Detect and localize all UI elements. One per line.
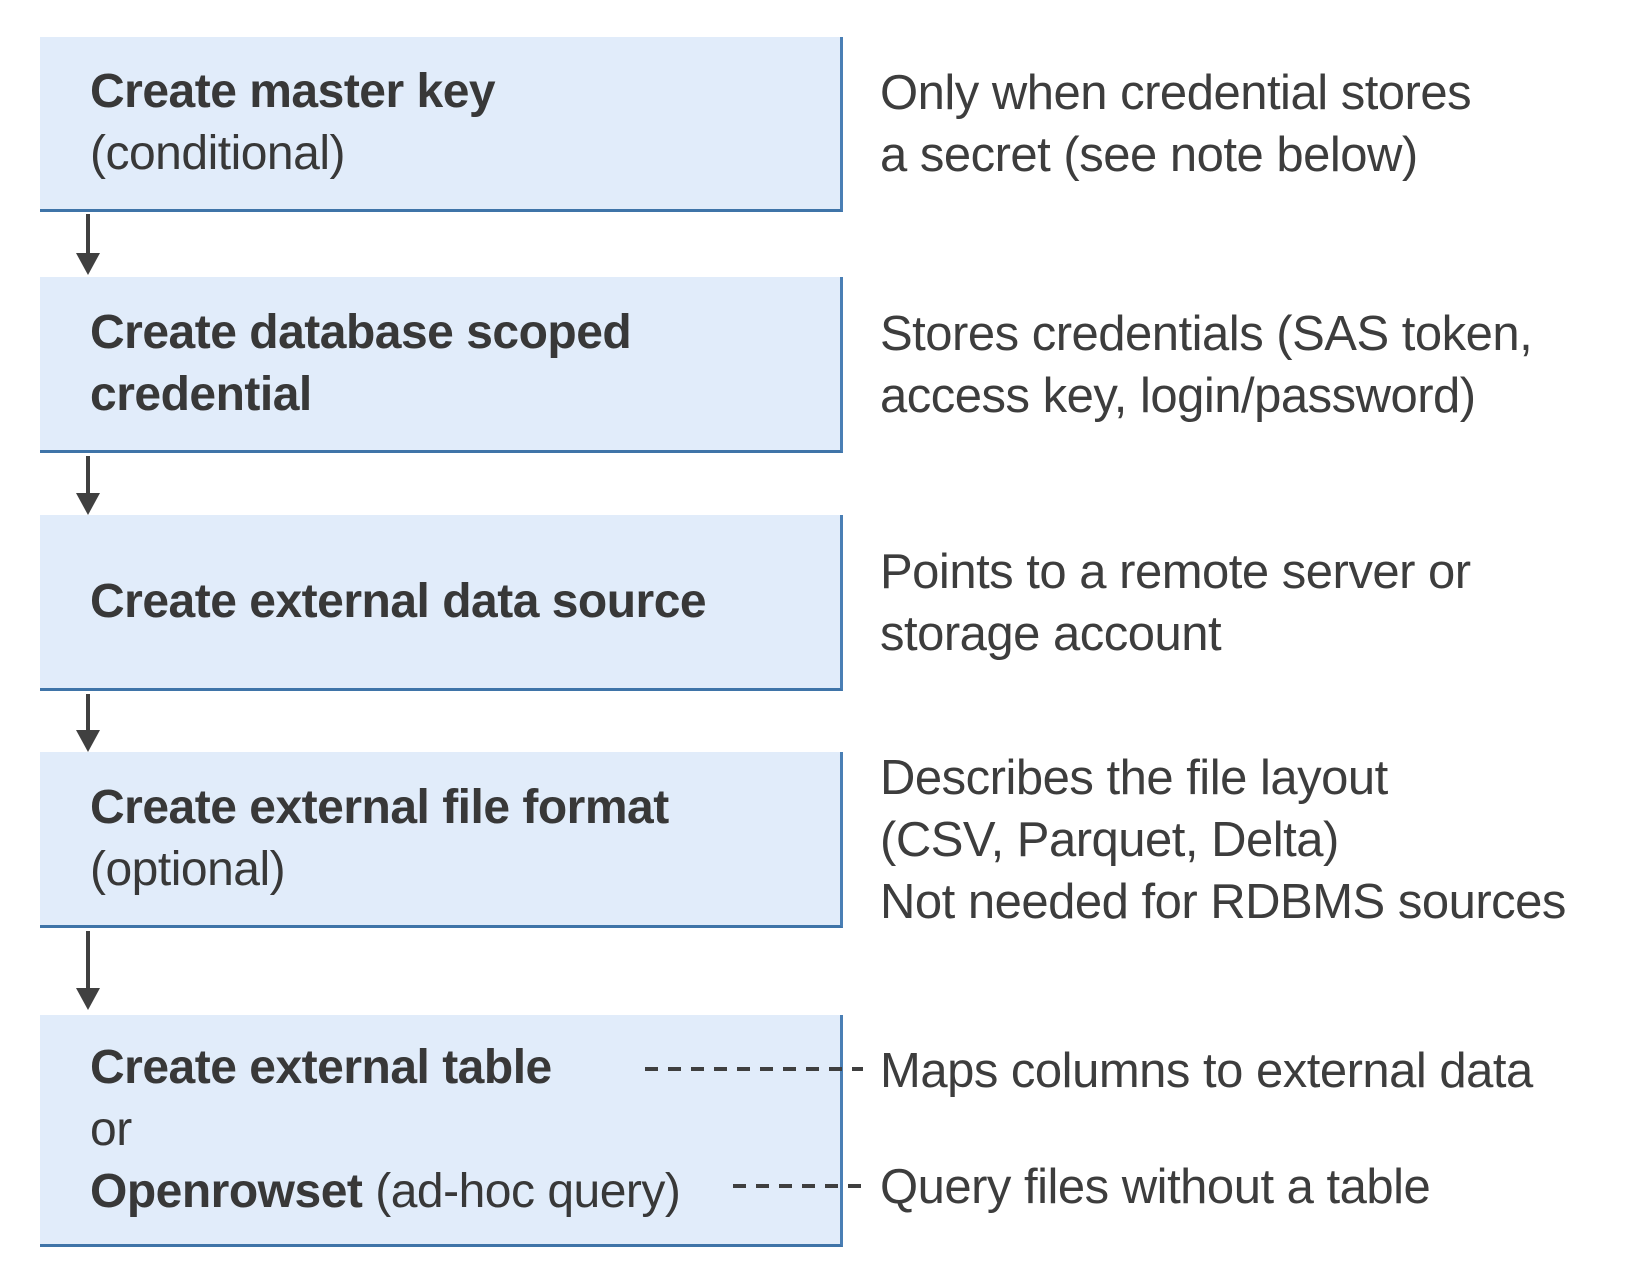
note-line: (CSV, Parquet, Delta) (880, 813, 1339, 867)
step-title: Create external data source (90, 574, 707, 628)
step-box-create-external-table-or-openrowset: Create external table or Openrowset (ad-… (40, 1015, 843, 1247)
step-title: Create master key (90, 65, 496, 118)
note-line: Only when credential stores (880, 66, 1472, 120)
note-line: Points to a remote server or (880, 545, 1471, 599)
step-box-create-external-data-source: Create external data source (40, 515, 843, 691)
step-box-create-master-key: Create master key (conditional) (40, 37, 843, 212)
dashed-connector-table-note (645, 1067, 863, 1071)
note-line: Maps columns to external data (880, 1044, 1533, 1098)
note-line: Not needed for RDBMS sources (880, 875, 1566, 929)
note-external-table: Maps columns to external data (880, 1040, 1533, 1102)
note-line: Describes the file layout (880, 751, 1388, 805)
step-subtitle: (conditional) (90, 127, 345, 180)
arrow-head-icon (76, 493, 100, 515)
step-title-line-2: credential (90, 367, 312, 421)
arrow-shaft (86, 694, 90, 731)
dashed-connector-openrowset-note (733, 1184, 863, 1188)
note-line: Stores credentials (SAS token, (880, 307, 1533, 361)
step-alt-title-line: Openrowset (ad-hoc query) (90, 1161, 840, 1223)
step-title: Create database scoped (90, 305, 632, 359)
note-line: storage account (880, 607, 1222, 661)
note-create-master-key: Only when credential stores a secret (se… (880, 62, 1472, 186)
step-alt-suffix: (ad-hoc query) (362, 1164, 681, 1218)
note-line: a secret (see note below) (880, 128, 1418, 182)
step-title: Create external file format (90, 780, 669, 834)
step-or-label: or (90, 1102, 132, 1156)
arrow-shaft (86, 456, 90, 494)
note-line: access key, login/password) (880, 369, 1476, 423)
note-create-database-scoped-credential: Stores credentials (SAS token, access ke… (880, 303, 1533, 427)
step-box-create-external-file-format: Create external file format (optional) (40, 752, 843, 928)
arrow-head-icon (76, 988, 100, 1010)
note-line: Query files without a table (880, 1160, 1431, 1214)
step-box-create-database-scoped-credential: Create database scoped credential (40, 277, 843, 453)
note-create-external-data-source: Points to a remote server or storage acc… (880, 541, 1471, 665)
arrow-head-icon (76, 253, 100, 275)
arrow-shaft (86, 931, 90, 989)
step-alt-title: Openrowset (90, 1164, 363, 1218)
arrow-shaft (86, 214, 90, 254)
step-title: Create external table (90, 1040, 552, 1094)
note-openrowset: Query files without a table (880, 1156, 1431, 1218)
note-create-external-file-format: Describes the file layout (CSV, Parquet,… (880, 747, 1566, 933)
step-subtitle: (optional) (90, 842, 286, 896)
arrow-head-icon (76, 730, 100, 752)
